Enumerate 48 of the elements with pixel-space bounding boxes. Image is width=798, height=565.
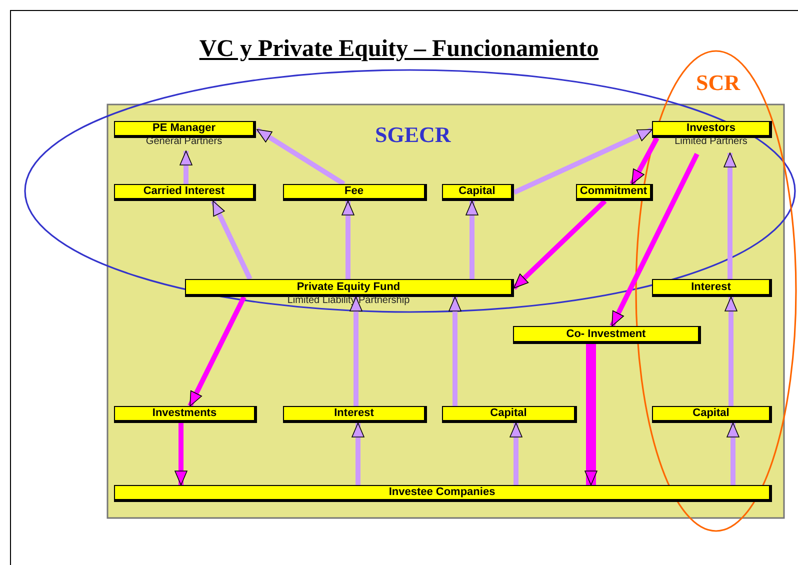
box-caption: General Partners [144, 135, 224, 148]
box-label: Capital [458, 186, 496, 197]
arrow [726, 422, 740, 485]
box-label: Interest [334, 408, 374, 419]
process-box [114, 485, 772, 502]
box-label: Capital [692, 408, 730, 419]
box-label: Investors [686, 123, 736, 134]
arrow [342, 200, 354, 279]
arrow [256, 127, 346, 186]
title: VC y Private Equity – Funcionamiento [199, 36, 599, 62]
arrow [724, 152, 736, 279]
group-label: SCR [696, 72, 740, 94]
process-box [652, 279, 772, 297]
arrow [174, 423, 188, 486]
process-box [283, 406, 427, 423]
box-label: Fee [344, 186, 364, 197]
arrow [510, 422, 522, 485]
arrow [512, 199, 607, 290]
arrow [448, 296, 462, 406]
box-label: Co- Investment [566, 328, 646, 340]
arrow [350, 296, 362, 406]
box-label: Carried Interest [143, 186, 225, 197]
arrow [180, 150, 192, 184]
arrow [630, 136, 660, 186]
arrow [466, 200, 478, 279]
arrow [352, 422, 364, 485]
box-label: Investee Companies [388, 487, 496, 498]
process-box [442, 184, 514, 201]
box-label: Capital [490, 408, 527, 419]
arrow [210, 200, 252, 280]
arrow [188, 296, 246, 408]
box-label: PE Manager [152, 123, 216, 134]
box-label: Private Equity Fund [296, 282, 400, 292]
arrow [724, 296, 738, 406]
arrow [610, 152, 700, 328]
process-box [576, 184, 653, 201]
process-box [283, 184, 427, 201]
box-label: Investments [152, 408, 217, 419]
process-box [114, 406, 257, 423]
process-box [114, 184, 256, 201]
box-label: Commitment [580, 186, 648, 197]
box-label: Interest [691, 282, 731, 292]
arrow [512, 127, 654, 195]
process-box [513, 326, 701, 344]
group-label: SGECR [375, 124, 451, 146]
process-box [442, 406, 577, 423]
box-caption: Limited Partners [674, 135, 748, 148]
process-box [652, 406, 772, 423]
